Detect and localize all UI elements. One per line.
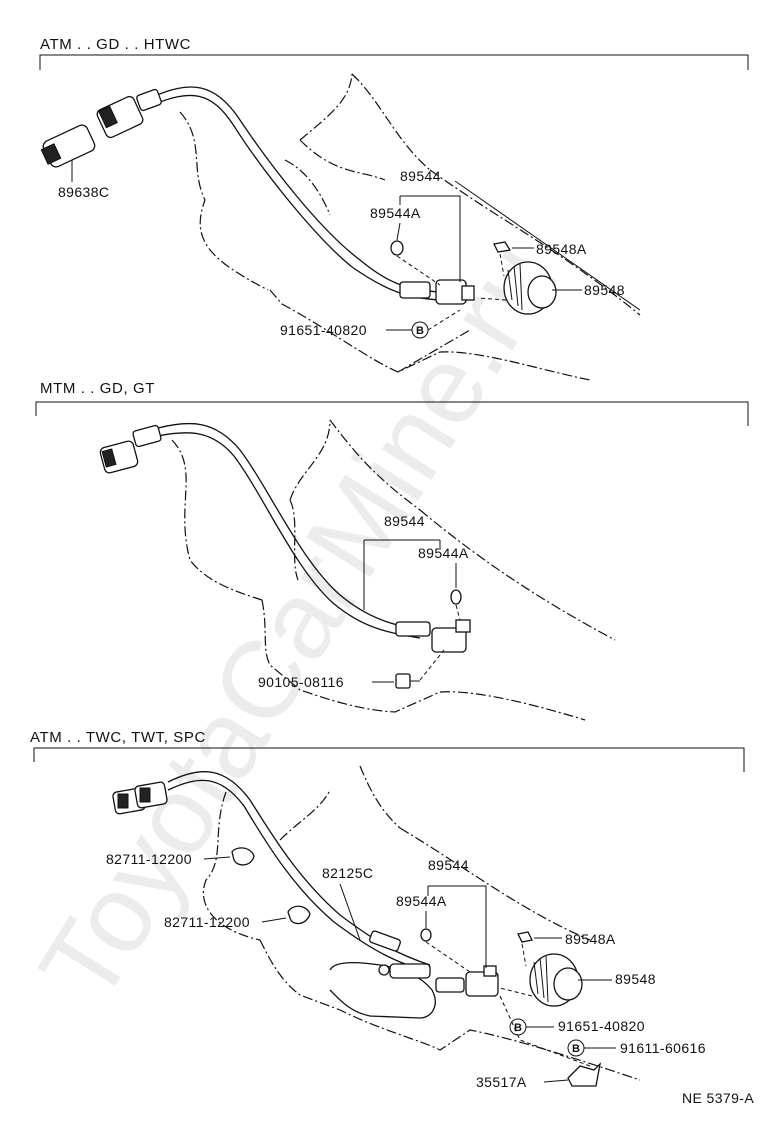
connector[interactable] bbox=[99, 424, 162, 474]
bolt-badge-text: B bbox=[416, 325, 424, 337]
label-89544a: 89544A bbox=[370, 205, 421, 221]
speed-sensor-89544[interactable] bbox=[435, 965, 499, 997]
clamp-82711-12200-upper[interactable] bbox=[231, 847, 255, 866]
section-header: MTM . . GD, GT bbox=[40, 380, 155, 397]
label-91611-60616: 91611-60616 bbox=[620, 1040, 706, 1056]
label-89544: 89544 bbox=[384, 513, 425, 529]
connector[interactable] bbox=[112, 781, 168, 815]
label-82125c: 82125C bbox=[322, 865, 373, 881]
label-89548a: 89548A bbox=[565, 931, 616, 947]
label-82711-12200-upper: 82711-12200 bbox=[106, 851, 192, 867]
clip-89548a[interactable] bbox=[493, 241, 512, 253]
section-mtm-gd-gt: MTM . . GD, GT 89544 89544A 90105-08116 bbox=[35, 380, 749, 721]
label-91651-40820: 91651-40820 bbox=[280, 322, 367, 338]
oring-89544a[interactable] bbox=[450, 589, 462, 605]
section-bracket bbox=[39, 54, 749, 70]
transmission-outline bbox=[179, 73, 641, 381]
label-89638c: 89638C bbox=[58, 184, 109, 200]
clamp-82711-12200-lower[interactable] bbox=[287, 905, 311, 925]
section-bracket bbox=[33, 747, 745, 772]
speed-sensor-89544[interactable] bbox=[399, 279, 475, 305]
wire-82125c[interactable] bbox=[369, 930, 431, 979]
label-90105-08116: 90105-08116 bbox=[258, 674, 344, 690]
transmission-outline bbox=[202, 765, 641, 1081]
speedometer-cable bbox=[157, 422, 421, 631]
label-89544: 89544 bbox=[428, 857, 469, 873]
bolt2-badge-text: B bbox=[572, 1043, 580, 1055]
label-89544: 89544 bbox=[400, 168, 441, 184]
label-89544a: 89544A bbox=[396, 893, 447, 909]
clip-89548a[interactable] bbox=[517, 931, 533, 943]
oring-89544a[interactable] bbox=[390, 240, 404, 256]
section-atm-htwc: ATM . . GD . . HTWC bbox=[39, 36, 749, 381]
bolt-90105-08116[interactable] bbox=[395, 673, 420, 689]
section-bracket bbox=[35, 401, 749, 426]
label-91651-40820: 91651-40820 bbox=[558, 1018, 645, 1034]
label-89548a: 89548A bbox=[536, 241, 587, 257]
section-header: ATM . . GD . . HTWC bbox=[40, 36, 191, 53]
speed-sensor-89544[interactable] bbox=[395, 619, 471, 653]
driven-gear-89548[interactable] bbox=[503, 261, 557, 315]
connector-89638c[interactable] bbox=[40, 88, 162, 169]
bolt-badge-text: B bbox=[514, 1022, 522, 1034]
watermark-text: ToyotaCarMine.ru bbox=[16, 221, 580, 1022]
label-89548: 89548 bbox=[584, 282, 625, 298]
transmission-outline bbox=[171, 419, 616, 721]
oring-89544a[interactable] bbox=[420, 928, 432, 942]
section-atm-twc-twt-spc: ATM . . TWC, TWT, SPC bbox=[30, 729, 745, 1090]
wire-harness bbox=[329, 961, 436, 1019]
label-82711-12200-lower: 82711-12200 bbox=[164, 914, 250, 930]
label-89544a: 89544A bbox=[418, 545, 469, 561]
bracket-35517a[interactable] bbox=[567, 1062, 602, 1087]
section-header: ATM . . TWC, TWT, SPC bbox=[30, 729, 206, 746]
label-35517a: 35517A bbox=[476, 1074, 527, 1090]
label-89548: 89548 bbox=[615, 971, 656, 987]
figure-code: NE 5379-A bbox=[682, 1090, 754, 1106]
driven-gear-89548[interactable] bbox=[529, 953, 583, 1007]
speedometer-cable bbox=[149, 86, 441, 293]
